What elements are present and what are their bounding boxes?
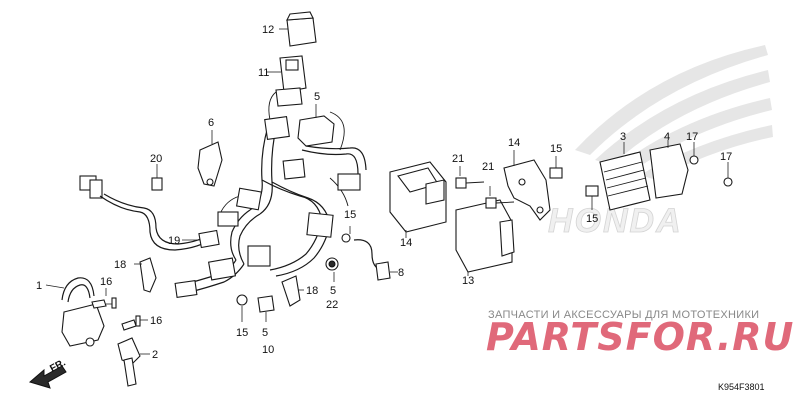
part-11-module — [455, 199, 515, 276]
part-1-ignition-coil — [45, 277, 105, 347]
callout-14-lower: 15 — [586, 213, 598, 225]
part-18-right-clamp — [281, 275, 304, 307]
diagram-code: K954F3801 — [718, 382, 765, 392]
part-4-plate — [649, 140, 689, 199]
callout-21-lower: 21 — [482, 161, 494, 173]
part-22-grommet — [325, 257, 339, 282]
callout-15-lower: 15 — [236, 327, 248, 339]
callout-20: 20 — [150, 153, 162, 165]
callout-5-upper: 5 — [314, 91, 320, 103]
callout-10: 12 — [262, 24, 274, 36]
callout-15-upper: 15 — [344, 209, 356, 221]
callout-14-upper: 15 — [550, 143, 562, 155]
part-6-bracket — [197, 130, 223, 187]
callout-2: 2 — [152, 349, 158, 361]
part-3-regulator — [599, 142, 651, 211]
harness-connectors — [174, 115, 361, 298]
part-18-left-clamp — [134, 257, 157, 293]
part-14-collars — [549, 156, 599, 210]
part-12-ecu — [389, 161, 447, 238]
callout-16-upper: 16 — [100, 276, 112, 288]
callout-17-lower: 17 — [720, 151, 732, 163]
part-10-connector-cap — [279, 11, 317, 47]
part-16-bolts — [91, 288, 148, 331]
watermark-brand: PARTSFOR.RU — [486, 315, 794, 359]
callout-4: 4 — [664, 131, 670, 143]
callout-16-lower: 16 — [150, 315, 162, 327]
callout-12: 14 — [400, 237, 412, 249]
callout-18-left: 18 — [114, 259, 126, 271]
front-direction-arrow — [28, 365, 67, 389]
part-17-nuts — [689, 142, 733, 187]
part-5-8-cap — [257, 295, 275, 322]
part-2-spark-plug-cap — [117, 337, 150, 387]
callout-5-mid: 5 — [330, 285, 336, 297]
callout-11: 13 — [462, 275, 474, 287]
callout-18-right: 18 — [306, 285, 318, 297]
callout-21-upper: 21 — [452, 153, 464, 165]
callout-6: 6 — [208, 117, 214, 129]
callout-5-lower: 5 — [262, 327, 268, 339]
part-15-upper-nut — [341, 226, 351, 243]
callout-13: 14 — [508, 137, 520, 149]
callout-22: 22 — [326, 299, 338, 311]
callout-8: 10 — [262, 344, 274, 356]
part-5-upper-connector — [297, 104, 335, 147]
callout-7: 8 — [398, 267, 404, 279]
part-7-ground-wire — [353, 239, 398, 281]
callout-3: 3 — [620, 131, 626, 143]
part-21-bolts — [455, 166, 515, 209]
part-20-clip — [151, 164, 163, 191]
callout-1: 1 — [36, 280, 42, 292]
sensor-wire — [79, 175, 215, 251]
callout-9: 11 — [258, 67, 269, 79]
part-19-connector — [182, 229, 220, 249]
part-13-bracket — [503, 150, 551, 221]
part-9-connector — [266, 55, 307, 107]
callout-17-upper: 17 — [686, 131, 698, 143]
callout-19: 19 — [168, 235, 180, 247]
watermark-tagline: ЗАПЧАСТИ И АКСЕССУАРЫ ДЛЯ МОТОТЕХНИКИ — [488, 309, 759, 321]
callouts: 12 11 5 6 20 19 18 1 16 16 2 15 5 10 18 … — [36, 24, 732, 361]
part-15-lower-nut — [236, 294, 248, 322]
